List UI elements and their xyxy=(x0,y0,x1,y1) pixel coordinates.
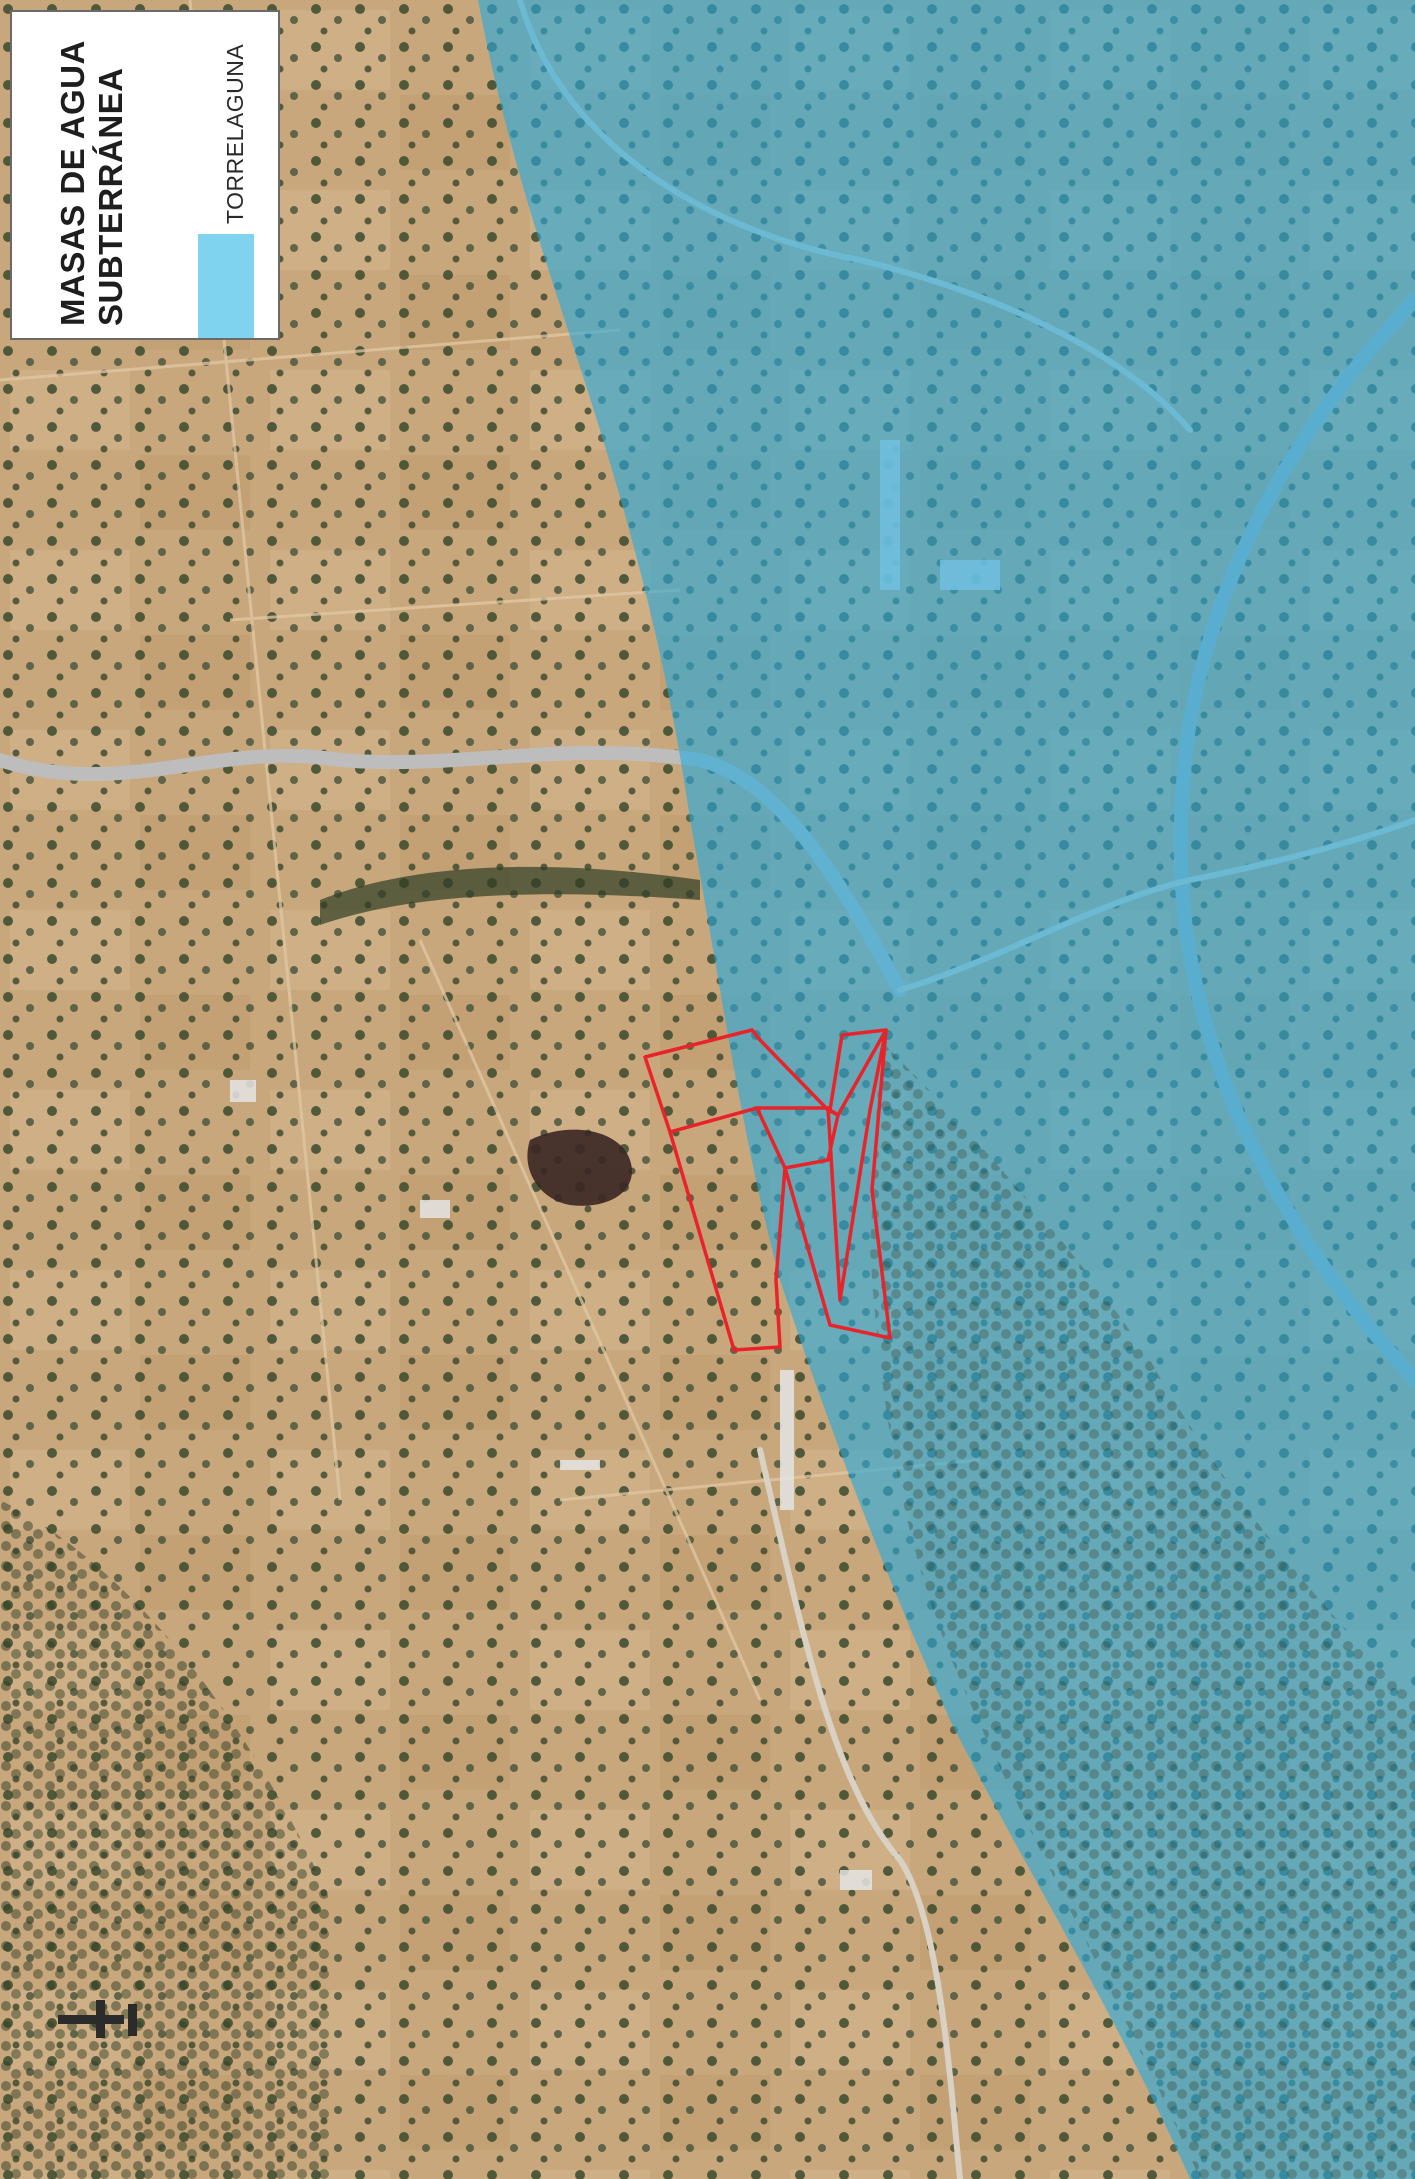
parcel-north xyxy=(643,1028,888,1302)
north-arrow-icon xyxy=(50,2000,140,2040)
legend-title-line2: SUBTERRÁNEA xyxy=(92,67,129,326)
legend-title-line1: MASAS DE AGUA xyxy=(54,40,91,326)
wooded-strip-central xyxy=(320,866,700,925)
parcel-south-west xyxy=(668,1106,787,1352)
woodland-east xyxy=(870,1040,1415,2179)
wooded-band-west xyxy=(0,1500,330,2179)
legend-item-label-torrelaguna: TORRELAGUNA xyxy=(222,43,248,224)
excavation-area xyxy=(527,1129,632,1206)
parcel-south-east xyxy=(783,1028,892,1340)
legend-swatch-torrelaguna xyxy=(198,234,254,338)
study-parcels xyxy=(643,1028,892,1352)
map-legend: MASAS DE AGUA SUBTERRÁNEA TORRELAGUNA xyxy=(10,10,280,340)
track-south xyxy=(757,1447,963,2179)
legend-title: MASAS DE AGUA SUBTERRÁNEA xyxy=(54,40,130,326)
